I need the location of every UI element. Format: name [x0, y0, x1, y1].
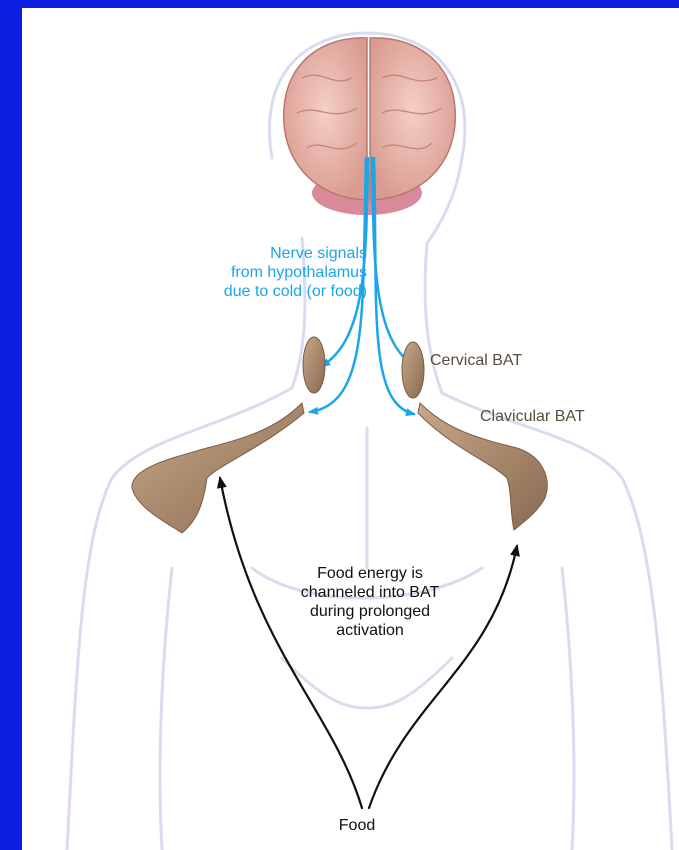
right-arm-inner-outline	[562, 568, 574, 850]
food-to-left-bat-arrow	[220, 478, 362, 808]
diagram-frame: Nerve signals from hypothalamus due to c…	[22, 8, 679, 850]
left-arm-inner-outline	[160, 568, 172, 850]
food-energy-label: Food energy is channeled into BAT during…	[270, 564, 470, 640]
bat-diagram	[22, 8, 679, 850]
ribs-left-outline	[282, 658, 367, 708]
right-cervical-bat	[402, 342, 424, 398]
brain-left-hemisphere	[284, 38, 367, 200]
left-cervical-bat	[303, 337, 325, 393]
nerve-signals-label: Nerve signals from hypothalamus due to c…	[137, 244, 367, 301]
clavicular-bat-label: Clavicular BAT	[480, 407, 585, 426]
ribs-right-outline	[367, 658, 452, 708]
neck-right-outline	[425, 243, 442, 393]
cervical-bat-label: Cervical BAT	[430, 351, 522, 370]
right-shoulder-outline	[442, 393, 672, 850]
brain	[284, 38, 456, 215]
food-label: Food	[327, 816, 387, 835]
